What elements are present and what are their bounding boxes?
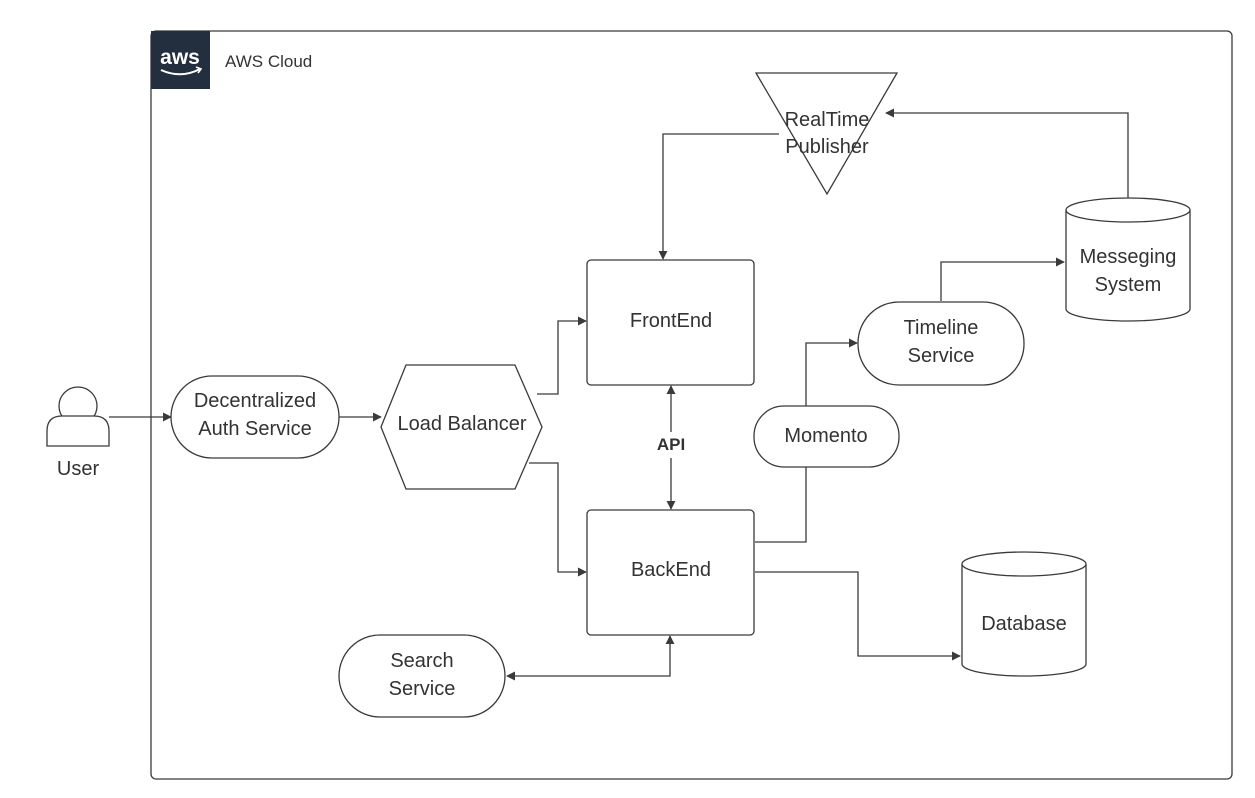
database-node[interactable]: Database xyxy=(961,551,1087,677)
user-label: User xyxy=(57,458,100,480)
realtime-publisher-line1: RealTime xyxy=(785,109,870,131)
timeline-service-node[interactable]: Timeline Service xyxy=(857,301,1025,386)
auth-service-line2: Auth Service xyxy=(198,418,311,440)
search-service-line1: Search xyxy=(390,650,453,672)
edge-messaging-realtime xyxy=(885,108,1129,198)
aws-cloud-label: AWS Cloud xyxy=(225,52,312,71)
aws-logo-text: aws xyxy=(160,46,200,69)
edge-timeline-messaging xyxy=(940,257,1065,301)
aws-logo-icon: aws xyxy=(151,31,210,89)
timeline-service-line2: Service xyxy=(908,345,975,367)
api-label: API xyxy=(657,435,685,454)
realtime-publisher-node[interactable]: RealTime Publisher xyxy=(754,72,899,196)
messaging-system-line2: System xyxy=(1095,274,1162,296)
search-service-node[interactable]: Search Service xyxy=(338,634,506,718)
edge-search-backend xyxy=(506,635,675,681)
aws-cloud-group: aws AWS Cloud xyxy=(150,30,1233,780)
momento-node[interactable]: Momento xyxy=(753,405,900,468)
database-label: Database xyxy=(981,613,1067,635)
realtime-publisher-line2: Publisher xyxy=(785,136,869,158)
auth-service-line1: Decentralized xyxy=(194,390,316,412)
frontend-label: FrontEnd xyxy=(630,310,712,332)
user-actor[interactable]: User xyxy=(46,386,110,480)
backend-label: BackEnd xyxy=(631,559,711,581)
edge-lb-backend xyxy=(529,462,587,577)
search-service-line2: Service xyxy=(389,678,456,700)
edge-realtime-frontend xyxy=(658,133,779,260)
backend-node[interactable]: BackEnd xyxy=(586,509,755,636)
momento-label: Momento xyxy=(784,425,867,447)
user-icon xyxy=(46,386,110,447)
load-balancer-node[interactable]: Load Balancer xyxy=(380,364,543,490)
aws-cloud-border xyxy=(150,30,1233,780)
auth-service-node[interactable]: Decentralized Auth Service xyxy=(170,375,340,459)
load-balancer-label: Load Balancer xyxy=(398,413,527,435)
frontend-node[interactable]: FrontEnd xyxy=(586,259,755,386)
messaging-system-line1: Messeging xyxy=(1080,246,1177,268)
edge-backend-database xyxy=(755,571,961,661)
messaging-system-node[interactable]: Messeging System xyxy=(1065,197,1191,322)
timeline-service-line1: Timeline xyxy=(904,317,979,339)
edge-lb-frontend xyxy=(537,316,587,395)
